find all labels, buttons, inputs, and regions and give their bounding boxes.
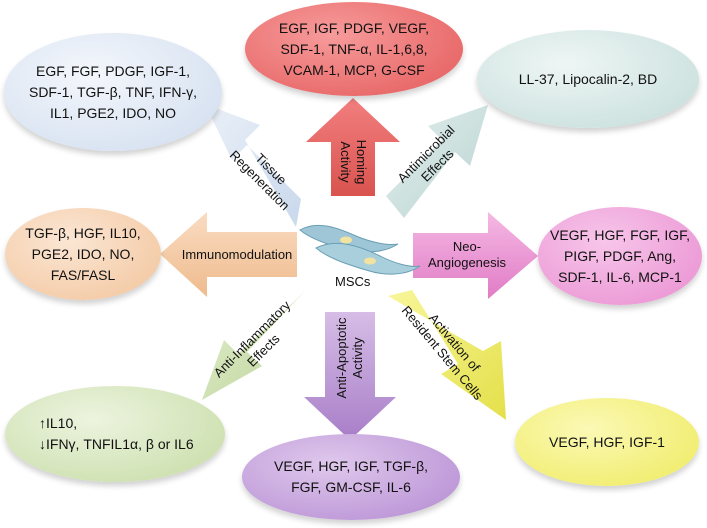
factor-line: IL1, PGE2, IDO, NO — [49, 104, 177, 121]
msc-cells-icon — [299, 224, 421, 275]
factor-line: EGF, FGF, PDGF, IGF-1, — [35, 62, 190, 79]
factor-line: TGF-β, HGF, IL10, — [25, 224, 141, 241]
homing-arrow — [306, 98, 400, 196]
factor-line: SDF-1, TNF-α, IL-1,6,8, — [280, 40, 428, 57]
factor-line: VEGF, HGF, FGF, IGF, — [549, 226, 690, 243]
immuno-arrow — [160, 212, 297, 297]
stemcell-factors-ellipse: VEGF, HGF, IGF-1 — [515, 398, 699, 486]
stemcell-arrow — [388, 290, 506, 420]
factor-line: ↓IFNγ, TNFIL1α, β or IL6 — [39, 436, 194, 452]
homing-arrow-label: Homing Activity — [337, 140, 369, 185]
factor-line: ↑IL10, — [39, 415, 78, 431]
apoptotic-factors-ellipse: VEGF, HGF, IGF, TGF-β, FGF, GM-CSF, IL-6 — [242, 434, 460, 520]
arrow-label-line: Activity — [338, 141, 353, 183]
factor-line: SDF-1, IL-6, MCP-1 — [558, 268, 682, 285]
angio-factors-ellipse: VEGF, HGF, FGF, IGF, PIGF, PDGF, Ang, SD… — [538, 207, 702, 305]
factor-line: VEGF, HGF, IGF-1 — [549, 433, 665, 450]
angio-arrow-label: Neo- Angiogenesis — [428, 239, 506, 271]
msc-center-label: MSCs — [335, 274, 371, 289]
tissue-arrow — [205, 104, 301, 227]
arrow-label-line: Angiogenesis — [427, 255, 507, 270]
inflam-arrow — [202, 290, 306, 400]
apoptotic-arrow-label: Anti-Apoptotic Activity — [334, 318, 366, 399]
factor-line: FGF, GM-CSF, IL-6 — [291, 479, 411, 495]
factor-line: PGE2, IDO, NO, — [31, 245, 135, 262]
immuno-factors-ellipse: TGF-β, HGF, IL10, PGE2, IDO, NO, FAS/FAS… — [5, 208, 161, 300]
arrow-label-line: Homing — [354, 139, 369, 185]
factor-line: LL-37, Lipocalin-2, BD — [518, 70, 658, 87]
antimicrobial-factors-ellipse: LL-37, Lipocalin-2, BD — [477, 30, 699, 128]
arrow-label-line: Neo- — [452, 239, 482, 254]
factor-line: VCAM-1, MCP, G-CSF — [283, 61, 425, 78]
factor-line: EGF, IGF, PDGF, VEGF, — [278, 19, 430, 36]
angio-arrow — [413, 212, 538, 299]
arrow-label-line: Activity — [350, 337, 365, 379]
antimicrobial-arrow — [386, 105, 488, 218]
inflam-factors-ellipse: ↑IL10, ↓IFNγ, TNFIL1α, β or IL6 — [5, 386, 225, 482]
tissue-factors-ellipse: EGF, FGF, PDGF, IGF-1, SDF-1, TGF-β, TNF… — [4, 33, 222, 151]
arrow-label-line: Immunomodulation — [181, 247, 293, 262]
factor-line: PIGF, PDGF, Ang, — [563, 247, 677, 264]
factor-line: FAS/FASL — [50, 266, 116, 283]
homing-factors-ellipse: EGF, IGF, PDGF, VEGF, SDF-1, TNF-α, IL-1… — [245, 2, 463, 96]
apoptotic-arrow — [304, 312, 396, 440]
factor-line: VEGF, HGF, IGF, TGF-β, — [273, 458, 429, 474]
immuno-arrow-label: Immunomodulation — [182, 247, 293, 263]
factor-line: SDF-1, TGF-β, TNF, IFN-γ, — [28, 83, 197, 100]
arrow-label-line: Anti-Apoptotic — [334, 317, 349, 399]
